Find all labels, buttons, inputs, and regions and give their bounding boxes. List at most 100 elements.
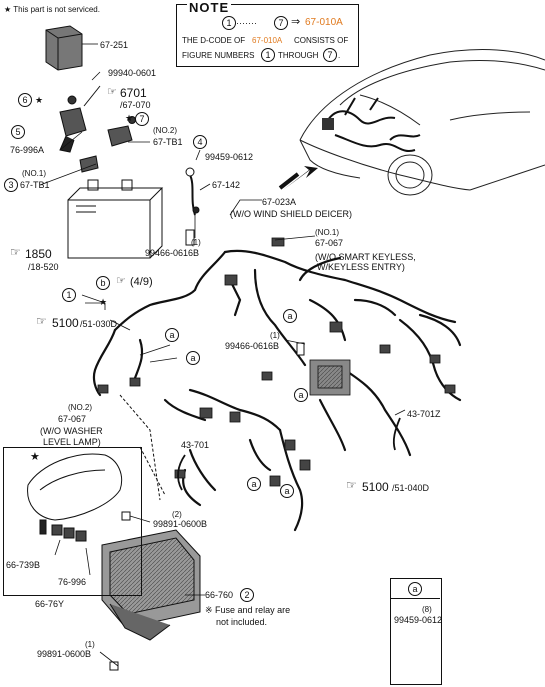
note-dots: ······· <box>236 18 257 28</box>
ref-1850-hand-icon: ☞ <box>10 245 21 259</box>
ref-5100b-hand-icon: ☞ <box>346 478 357 492</box>
ref-4-9-hand-icon: ☞ <box>116 275 126 287</box>
callout-3: 3 <box>4 178 18 192</box>
note-ref-code: 67-010A <box>305 17 343 28</box>
label-76-996a: 76-996A <box>10 145 45 155</box>
note-arrow: ⇒ <box>291 16 301 28</box>
ref-51-040d: /51-040D <box>392 483 430 493</box>
callout-7: 7 <box>135 112 149 126</box>
note-line3-circle-1: 1 <box>261 48 275 62</box>
terminal-parts <box>59 85 136 173</box>
harness-connectors <box>97 237 456 487</box>
ground-strap <box>185 167 200 216</box>
battery-cover <box>45 25 83 71</box>
ref-18-520: /18-520 <box>28 262 59 272</box>
label-99940-0601: 99940-0601 <box>108 68 157 78</box>
label-washer-1: (W/O WASHER <box>40 426 103 436</box>
callout-4: 4 <box>193 135 207 149</box>
ref-67-070: /67-070 <box>120 100 151 110</box>
main-harness <box>92 249 462 532</box>
star-7-icon: ★ <box>125 113 134 123</box>
legend-head <box>390 578 440 599</box>
callout-a-1: a <box>165 328 179 342</box>
inset-fuse-cover <box>27 453 123 542</box>
label-99459-0612: 99459-0612 <box>205 152 254 162</box>
label-67-067-a: 67-067 <box>315 238 344 248</box>
note-line3-a: FIGURE NUMBERS <box>182 51 255 60</box>
label-66-760: 66-760 <box>205 590 234 600</box>
label-qty-1a: (1) <box>191 238 201 247</box>
label-67-142: 67-142 <box>212 180 241 190</box>
callout-a-6: a <box>280 484 294 498</box>
label-99891-0600b-a: 99891-0600B <box>153 519 208 529</box>
callout-1: 1 <box>62 288 76 302</box>
callout-b: b <box>96 276 110 290</box>
note-line2-b: CONSISTS OF <box>294 36 349 45</box>
label-no1-067: (NO.1) <box>315 228 339 237</box>
label-76-996: 76-996 <box>58 577 87 587</box>
car-outline <box>299 49 545 196</box>
ref-5100-a[interactable]: 5100 <box>52 316 79 330</box>
legend-part: 99459-0612 <box>394 615 443 625</box>
car-fusebox <box>322 118 334 130</box>
label-qty-1c: (1) <box>85 640 95 649</box>
label-smart-keyless-1: (W/O SMART KEYLESS, <box>315 252 416 262</box>
not-serviced-note: ★ This part is not serviced. <box>4 5 100 14</box>
label-no1-tb1: (NO.1) <box>22 169 46 178</box>
car-bay-wiring <box>324 97 421 153</box>
note-circle-end: 7 <box>274 16 288 30</box>
callout-a-4: a <box>294 388 308 402</box>
note-circle-start: 1 <box>222 16 236 30</box>
callout-a-3: a <box>283 309 297 323</box>
fuse-note-1: ※ Fuse and relay are <box>205 605 291 615</box>
callout-2: 2 <box>240 588 254 602</box>
label-66-739b: 66-739B <box>6 560 41 570</box>
battery <box>67 179 164 259</box>
ref-1850[interactable]: 1850 <box>25 247 52 261</box>
label-43-701: 43-701 <box>181 440 210 450</box>
label-99466-0616b-a: 99466-0616B <box>145 248 200 258</box>
label-no2-067: (NO.2) <box>68 403 92 412</box>
label-no2-tb1: (NO.2) <box>153 126 177 135</box>
fuse-note-2: not included. <box>216 617 268 627</box>
label-67-tb1-a: 67-TB1 <box>153 137 183 147</box>
callout-6: 6 <box>18 93 32 107</box>
pigtails <box>177 417 401 491</box>
label-smart-keyless-2: W/KEYLESS ENTRY) <box>317 262 405 272</box>
label-qty-1b: (1) <box>270 331 280 340</box>
label-wind-shield: (W/O WIND SHIELD DEICER) <box>230 209 353 219</box>
label-67-067-b: 67-067 <box>58 414 87 424</box>
inset-box <box>3 447 142 596</box>
legend-callout-a: a <box>408 582 422 596</box>
ref-hand-icon: ☞ <box>107 86 117 98</box>
leader-lines <box>39 43 406 667</box>
callout-5: 5 <box>11 125 25 139</box>
inset-star-icon: ★ <box>30 451 40 463</box>
small-bolts <box>109 229 305 671</box>
note-line2-a: THE D-CODE OF <box>182 36 246 45</box>
ref-6701[interactable]: 6701 <box>120 86 147 100</box>
note-line3-circle-7: 7 <box>323 48 337 62</box>
car-arrow <box>283 166 318 190</box>
label-67-023a: 67-023A <box>262 197 297 207</box>
note-line2-code: 67-010A <box>252 36 283 45</box>
label-qty-2a: (2) <box>172 510 182 519</box>
ref-4-9[interactable]: (4/9) <box>130 276 153 288</box>
label-67-tb1-b: 67-TB1 <box>20 180 50 190</box>
label-66-76y: 66-76Y <box>35 599 65 609</box>
inset-leader <box>119 394 161 501</box>
label-43-701z: 43-701Z <box>407 409 441 419</box>
note-line3-b: THROUGH <box>278 51 319 60</box>
note-title: NOTE <box>187 0 232 15</box>
ref-51-030d: /51-030D <box>80 319 118 329</box>
label-67-251: 67-251 <box>100 40 129 50</box>
note-line3-c: . <box>338 51 341 60</box>
star-6-icon: ★ <box>35 95 44 105</box>
star-1-icon: ★ <box>99 297 108 307</box>
ref-5100a-hand-icon: ☞ <box>36 314 47 328</box>
legend-qty: (8) <box>422 605 432 614</box>
callout-a-5: a <box>247 477 261 491</box>
label-99891-0600b-b: 99891-0600B <box>37 649 92 659</box>
ref-5100-b[interactable]: 5100 <box>362 480 389 494</box>
